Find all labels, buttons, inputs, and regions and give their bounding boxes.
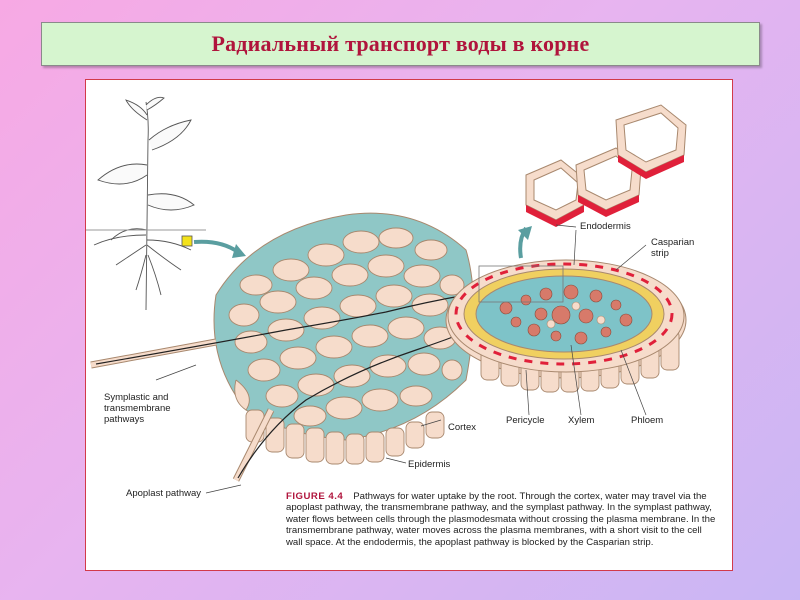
figure-number: FIGURE 4.4	[286, 491, 344, 502]
plant-illustration	[86, 96, 206, 311]
zoom-marker	[181, 235, 193, 247]
label-pericycle: Pericycle	[506, 415, 545, 426]
symplast-arrow	[95, 294, 467, 365]
label-apoplast-pathway: Apoplast pathway	[126, 488, 201, 499]
stele-cross-section	[445, 259, 687, 393]
slide-title: Радиальный транспорт воды в корне	[211, 31, 590, 56]
zoom-box	[478, 265, 564, 303]
label-phloem: Phloem	[631, 415, 664, 426]
label-endodermis: Endodermis	[580, 221, 631, 232]
label-epidermis: Epidermis	[408, 459, 451, 470]
endodermis-cells	[525, 104, 687, 227]
label-casparian-strip: Casparian strip	[651, 237, 695, 259]
cortex-cells	[213, 212, 474, 465]
zoom-arrow	[193, 239, 240, 254]
title-bar: Радиальный транспорт воды в корне	[41, 22, 760, 66]
figure-panel: Endodermis Casparian strip Symplastic an…	[85, 79, 733, 571]
label-cortex: Cortex	[448, 422, 476, 433]
label-symplastic-pathways: Symplastic and transmembrane pathways	[104, 392, 171, 425]
apoplast-arrow	[237, 329, 472, 479]
root-diagram	[86, 96, 687, 494]
label-xylem: Xylem	[568, 415, 595, 426]
caption-text: Pathways for water uptake by the root. T…	[286, 491, 716, 548]
